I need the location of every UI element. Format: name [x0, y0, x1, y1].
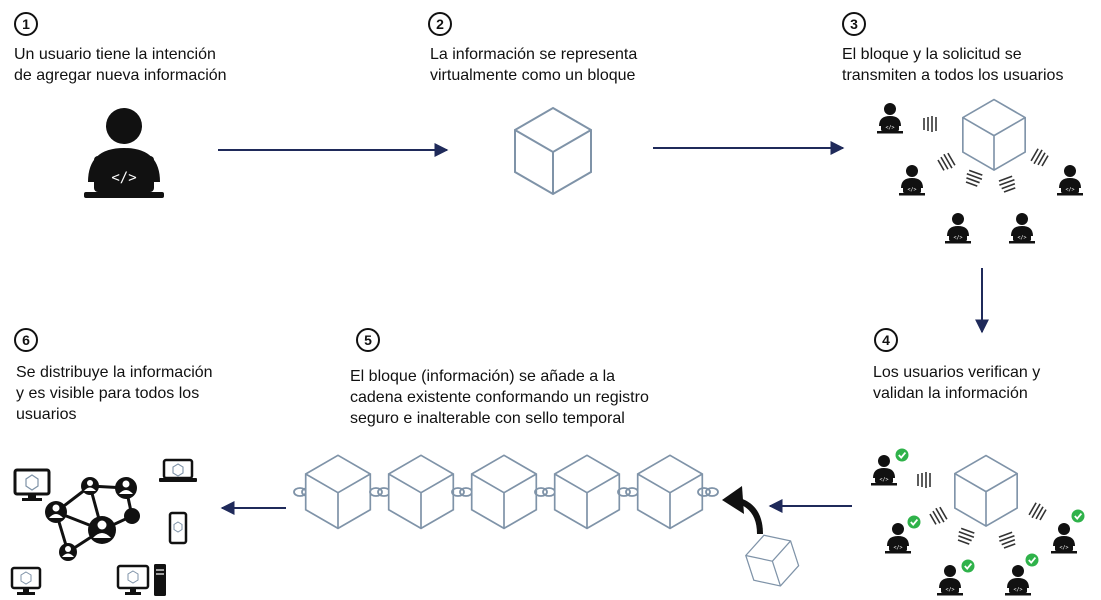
- user-icon: [937, 565, 963, 596]
- monitor-icon: [13, 468, 51, 501]
- laptop-icon: [159, 458, 197, 482]
- signal-icon: [1027, 501, 1048, 523]
- signal-icon: [1029, 147, 1050, 169]
- chain-cube-icon: [553, 454, 621, 530]
- signal-icon: [963, 169, 985, 188]
- user-laptop-icon: </>: [84, 108, 164, 198]
- curved-arrow-head: [722, 486, 744, 514]
- signal-icon: [923, 115, 937, 133]
- user-icon: [1009, 213, 1035, 244]
- check-badge-icon: [1024, 552, 1040, 568]
- chain-cube-icon: [470, 454, 538, 530]
- user-icon: [877, 103, 903, 134]
- signal-icon: [928, 505, 949, 527]
- blockchain: [293, 454, 719, 530]
- distribution-network: [10, 458, 197, 596]
- broadcast-cube-icon: [962, 98, 1026, 171]
- desktop-computer-icon: [116, 564, 166, 596]
- broadcast-network: [877, 98, 1083, 244]
- step-4-number: 4: [874, 328, 898, 352]
- check-badge-icon: [894, 447, 910, 463]
- user-icon: [1057, 165, 1083, 196]
- user-icon: [871, 455, 897, 486]
- chain-link-icon: [534, 487, 556, 497]
- new-block-cube-icon: [740, 527, 804, 594]
- user-icon: [945, 213, 971, 244]
- step-4-text: Los usuarios verifican y validan la info…: [873, 364, 1041, 402]
- step-1-text: Un usuario tiene la intención de agregar…: [14, 46, 227, 84]
- validation-network: [871, 447, 1086, 596]
- chain-link-icon: [369, 487, 391, 497]
- step-5-number: 5: [356, 328, 380, 352]
- check-badge-icon: [1070, 508, 1086, 524]
- validation-cube-icon: [954, 454, 1018, 527]
- user-icon: [899, 165, 925, 196]
- svg-text:</>: </>: [111, 170, 136, 186]
- chain-cube-icon: [304, 454, 372, 530]
- signal-icon: [997, 175, 1018, 194]
- step-6-text: Se distribuye la información y es visibl…: [16, 364, 213, 423]
- check-badge-icon: [960, 558, 976, 574]
- cube-icon: [514, 107, 592, 195]
- chain-link-icon: [617, 487, 639, 497]
- chain-cube-icon: [387, 454, 455, 530]
- step-3-number: 3: [842, 12, 866, 36]
- signal-icon: [917, 471, 931, 489]
- step-2-text: La información se representa virtualment…: [430, 46, 638, 84]
- monitor-icon: [10, 566, 42, 595]
- step-1-number: 1: [14, 12, 38, 36]
- user-icon: [1051, 523, 1077, 554]
- signal-icon: [997, 531, 1018, 550]
- step-2-number: 2: [428, 12, 452, 36]
- chain-cube-icon: [636, 454, 704, 530]
- check-badge-icon: [906, 514, 922, 530]
- signal-icon: [955, 527, 977, 546]
- chain-link-icon: [451, 487, 473, 497]
- tablet-icon: [168, 511, 188, 545]
- step-3-text: El bloque y la solicitud se transmiten a…: [842, 46, 1064, 84]
- signal-icon: [936, 151, 957, 173]
- user-icon: [1005, 565, 1031, 596]
- step-6-number: 6: [14, 328, 38, 352]
- user-icon: [885, 523, 911, 554]
- step-5-text: El bloque (información) se añade a la ca…: [350, 368, 649, 427]
